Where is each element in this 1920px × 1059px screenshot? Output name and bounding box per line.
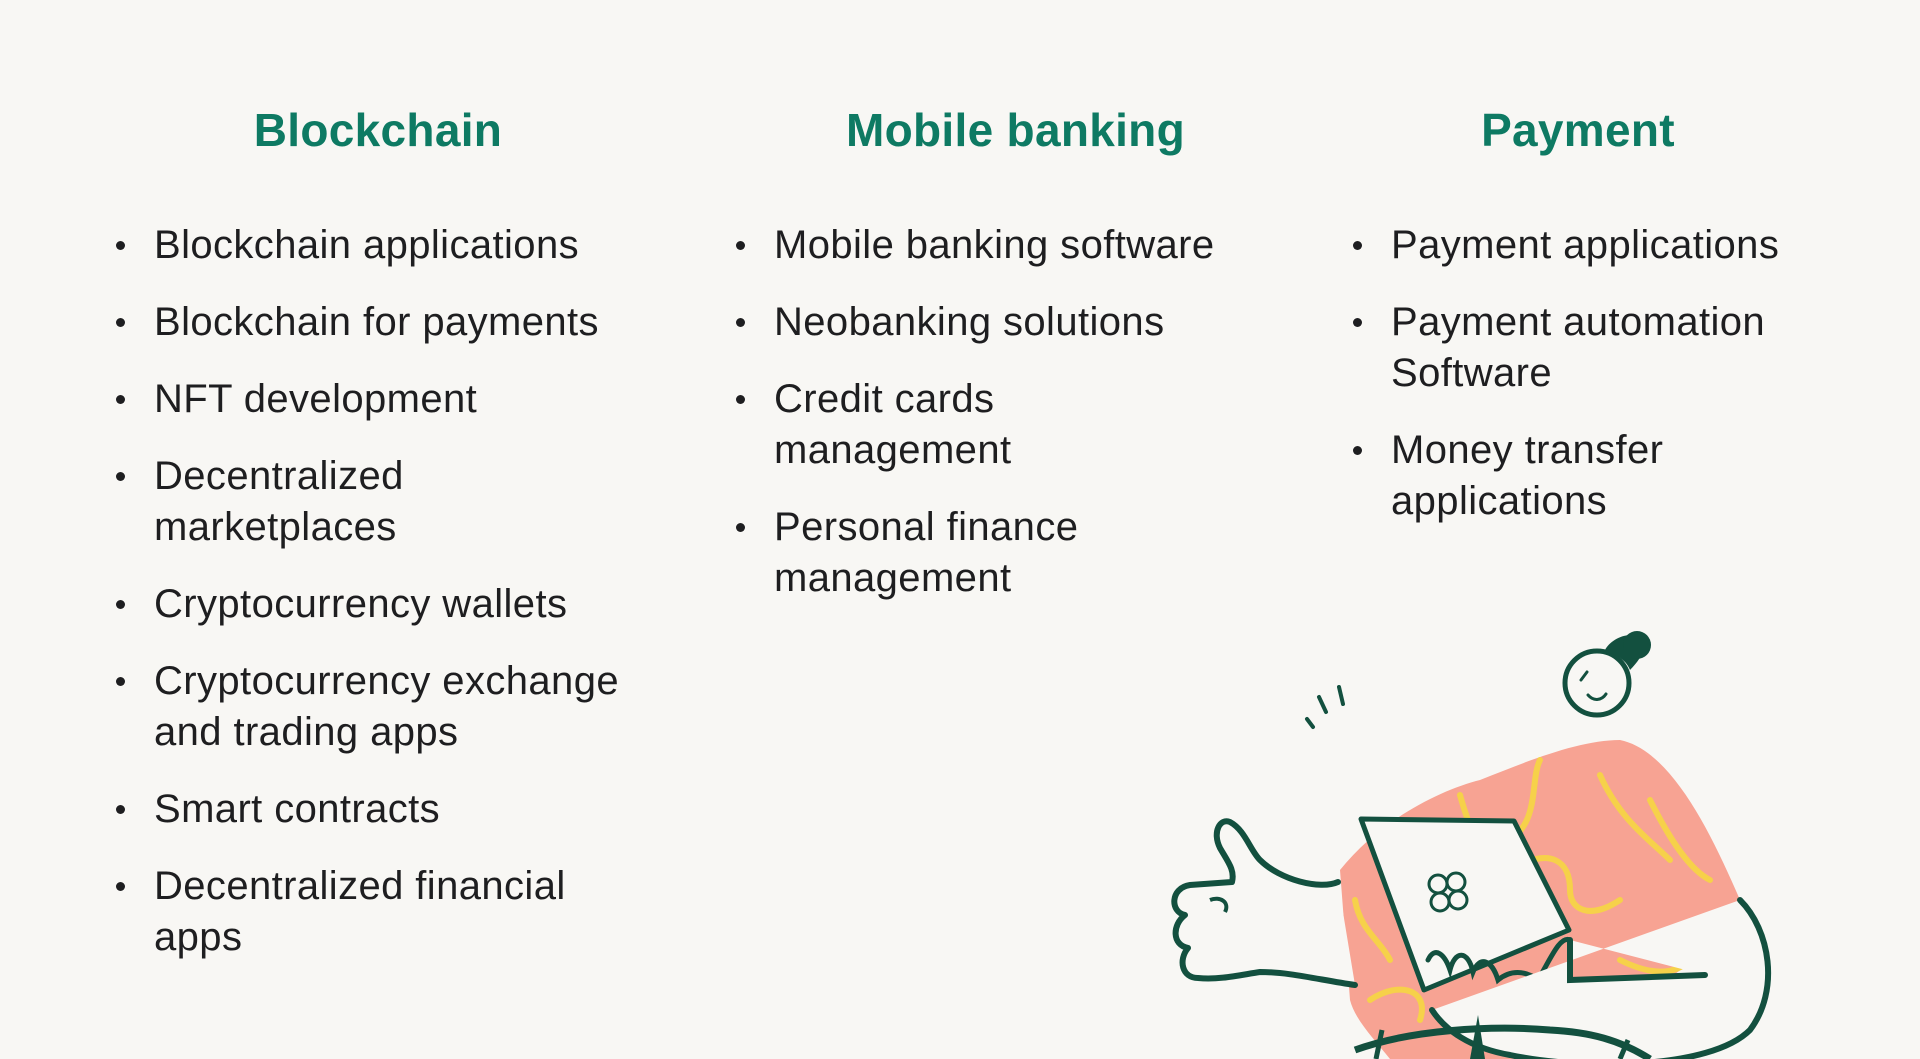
blockchain-list: Blockchain applications Blockchain for p… [116,220,619,989]
list-item-text: Cryptocurrency wallets [154,582,568,626]
list-item-text-continued: apps [154,915,243,959]
list-item-text: Payment applications [1391,223,1780,267]
mobile-banking-list: Mobile banking software Neobanking solut… [736,220,1215,630]
bullet-icon [116,241,125,250]
list-item: Credit cards management [736,374,1215,476]
list-item-text: Blockchain applications [154,223,580,267]
bullet-icon [1353,318,1362,327]
heading-blockchain: Blockchain [253,104,503,156]
list-item-text-continued: management [774,556,1012,600]
list-item: Payment automation Software [1353,297,1779,399]
bullet-icon [736,241,745,250]
list-item-text: Credit cards [774,377,995,421]
list-item: Blockchain applications [116,220,619,271]
heading-mobile-banking: Mobile banking [846,104,1185,156]
list-item: Cryptocurrency exchange and trading apps [116,656,619,758]
bullet-icon [1353,241,1362,250]
list-item-text: Money transfer [1391,428,1664,472]
bullet-icon [1353,446,1362,455]
list-item-text-continued: management [774,428,1012,472]
list-item: Decentralized marketplaces [116,451,619,553]
list-item: Decentralized financial apps [116,861,619,963]
bullet-icon [736,395,745,404]
list-item: Neobanking solutions [736,297,1215,348]
bullet-icon [116,395,125,404]
list-item-text: Neobanking solutions [774,300,1165,344]
list-item-text: Mobile banking software [774,223,1215,267]
list-item-text-continued: Software [1391,351,1553,395]
list-item-text-continued: marketplaces [154,505,397,549]
list-item: Smart contracts [116,784,619,835]
list-item: Mobile banking software [736,220,1215,271]
list-item-text-continued: and trading apps [154,710,459,754]
bullet-icon [116,882,125,891]
list-item-text: Personal finance [774,505,1079,549]
four-petal-clover-logo [1427,871,1469,913]
list-item-text-continued: applications [1391,479,1608,523]
list-item-text: Smart contracts [154,787,441,831]
list-item-text: Cryptocurrency exchange [154,659,619,703]
bullet-icon [736,318,745,327]
payment-list: Payment applications Payment automation … [1353,220,1780,553]
list-item-text: Blockchain for payments [154,300,599,344]
head-shape [1562,648,1632,718]
bullet-icon [116,677,125,686]
list-item: Payment applications [1353,220,1780,271]
bullet-icon [116,805,125,814]
list-item-text: Decentralized [154,454,404,498]
person-thumbs-up-illustration [1150,600,1800,1059]
bullet-icon [116,472,125,481]
list-item: NFT development [116,374,619,425]
bullet-icon [736,523,745,532]
list-item: Money transfer applications [1353,425,1779,527]
list-item: Personal finance management [736,502,1215,604]
list-item-text: Payment automation [1391,300,1766,344]
list-item-text: NFT development [154,377,478,421]
shirt-hem [1353,1024,1652,1059]
bullet-icon [116,318,125,327]
list-item-text: Decentralized financial [154,864,566,908]
list-item: Blockchain for payments [116,297,619,348]
thumbs-up-hand [1171,818,1358,988]
bullet-icon [116,600,125,609]
heading-payment: Payment [1481,104,1675,156]
list-item: Cryptocurrency wallets [116,579,619,630]
